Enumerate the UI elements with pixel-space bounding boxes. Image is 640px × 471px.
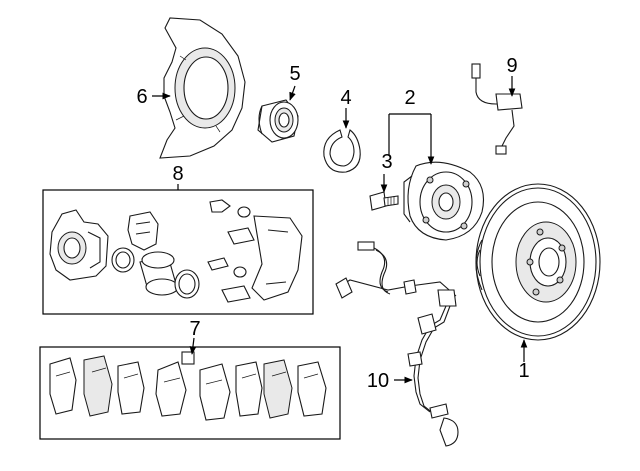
hub-bolt-part	[369, 191, 399, 211]
pad-kit-parts	[49, 351, 327, 421]
caliper-kit-parts	[49, 199, 303, 303]
callout-5: 5	[289, 63, 300, 85]
callout-4: 4	[340, 87, 351, 109]
wheel-bearing-part	[257, 99, 299, 143]
leader-lines	[152, 76, 528, 384]
snap-ring-part	[323, 129, 361, 173]
hub-part	[403, 161, 485, 241]
callout-10: 10	[367, 370, 389, 392]
wear-sensor-part	[471, 63, 523, 155]
brake-rotor-part	[475, 183, 601, 341]
callout-6: 6	[136, 86, 147, 108]
callout-2: 2	[404, 87, 415, 109]
callout-3: 3	[381, 151, 392, 173]
abs-sensor-part	[335, 241, 459, 447]
dust-shield-part	[159, 17, 246, 159]
callout-8: 8	[172, 163, 183, 185]
callout-9: 9	[506, 55, 517, 77]
callout-1: 1	[518, 360, 529, 382]
callout-7: 7	[189, 318, 200, 340]
